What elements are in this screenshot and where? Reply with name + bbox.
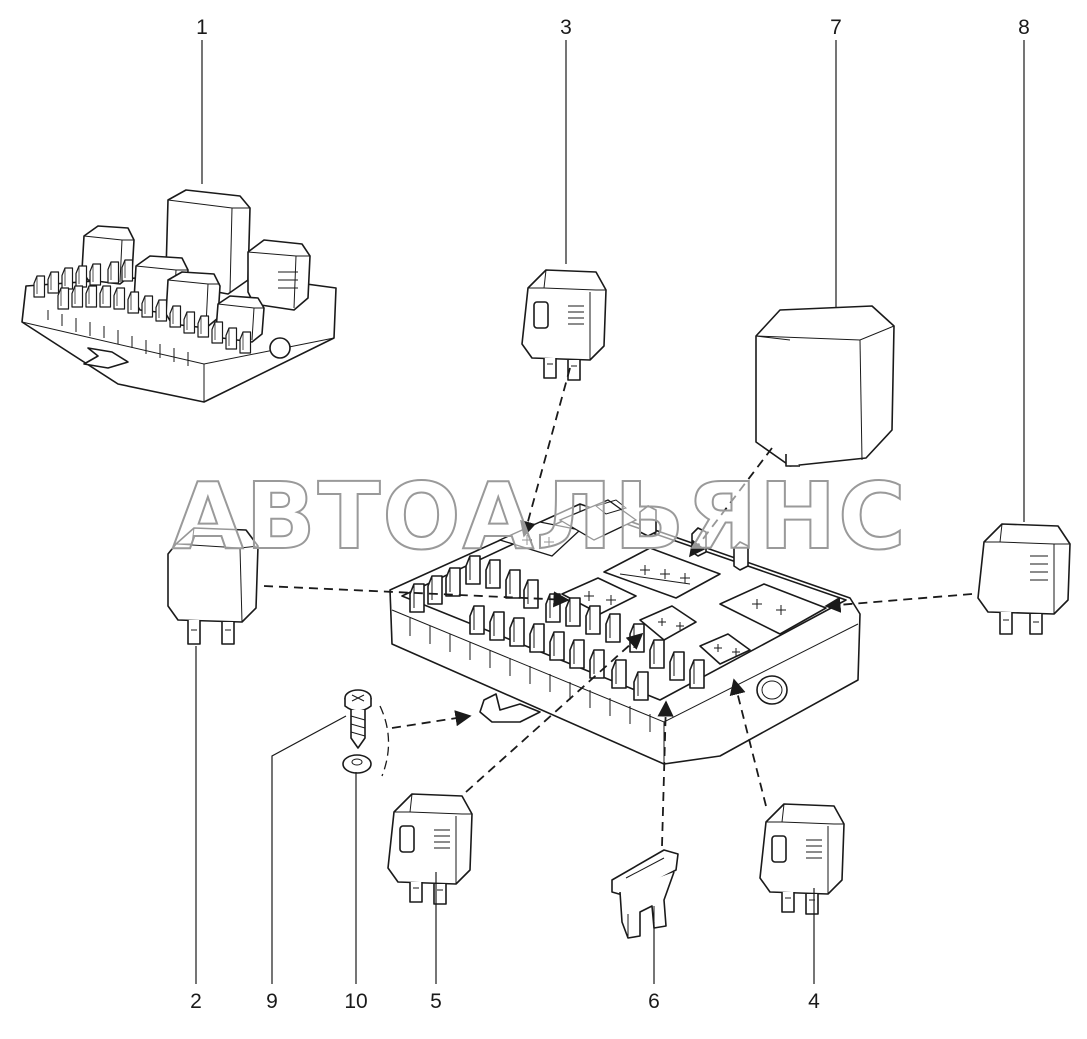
callout-7: 7 xyxy=(830,16,842,39)
callout-9: 9 xyxy=(266,990,278,1013)
assembled-fuse-block xyxy=(21,189,337,403)
fuse-6 xyxy=(611,849,679,939)
washer-10 xyxy=(342,754,372,774)
relay-7 xyxy=(755,305,895,467)
watermark-text: АВТОАЛЬЯНС xyxy=(172,463,907,570)
callout-1: 1 xyxy=(196,16,208,39)
callout-8: 8 xyxy=(1018,16,1030,39)
relay-8 xyxy=(977,523,1071,635)
relay-5 xyxy=(387,793,473,905)
relay-3 xyxy=(521,269,607,381)
callout-4: 4 xyxy=(808,990,820,1013)
callout-10: 10 xyxy=(344,990,367,1013)
callout-2: 2 xyxy=(190,990,202,1013)
callout-6: 6 xyxy=(648,990,660,1013)
leader-lines xyxy=(195,40,1025,984)
assembly-arrows xyxy=(263,367,973,847)
mounting-block xyxy=(389,499,861,765)
relay-4 xyxy=(759,803,845,915)
callout-numbers: 1 3 7 8 2 9 10 5 6 4 xyxy=(190,16,1030,1013)
callout-3: 3 xyxy=(560,16,572,39)
screw-9 xyxy=(344,689,372,749)
callout-5: 5 xyxy=(430,990,442,1013)
